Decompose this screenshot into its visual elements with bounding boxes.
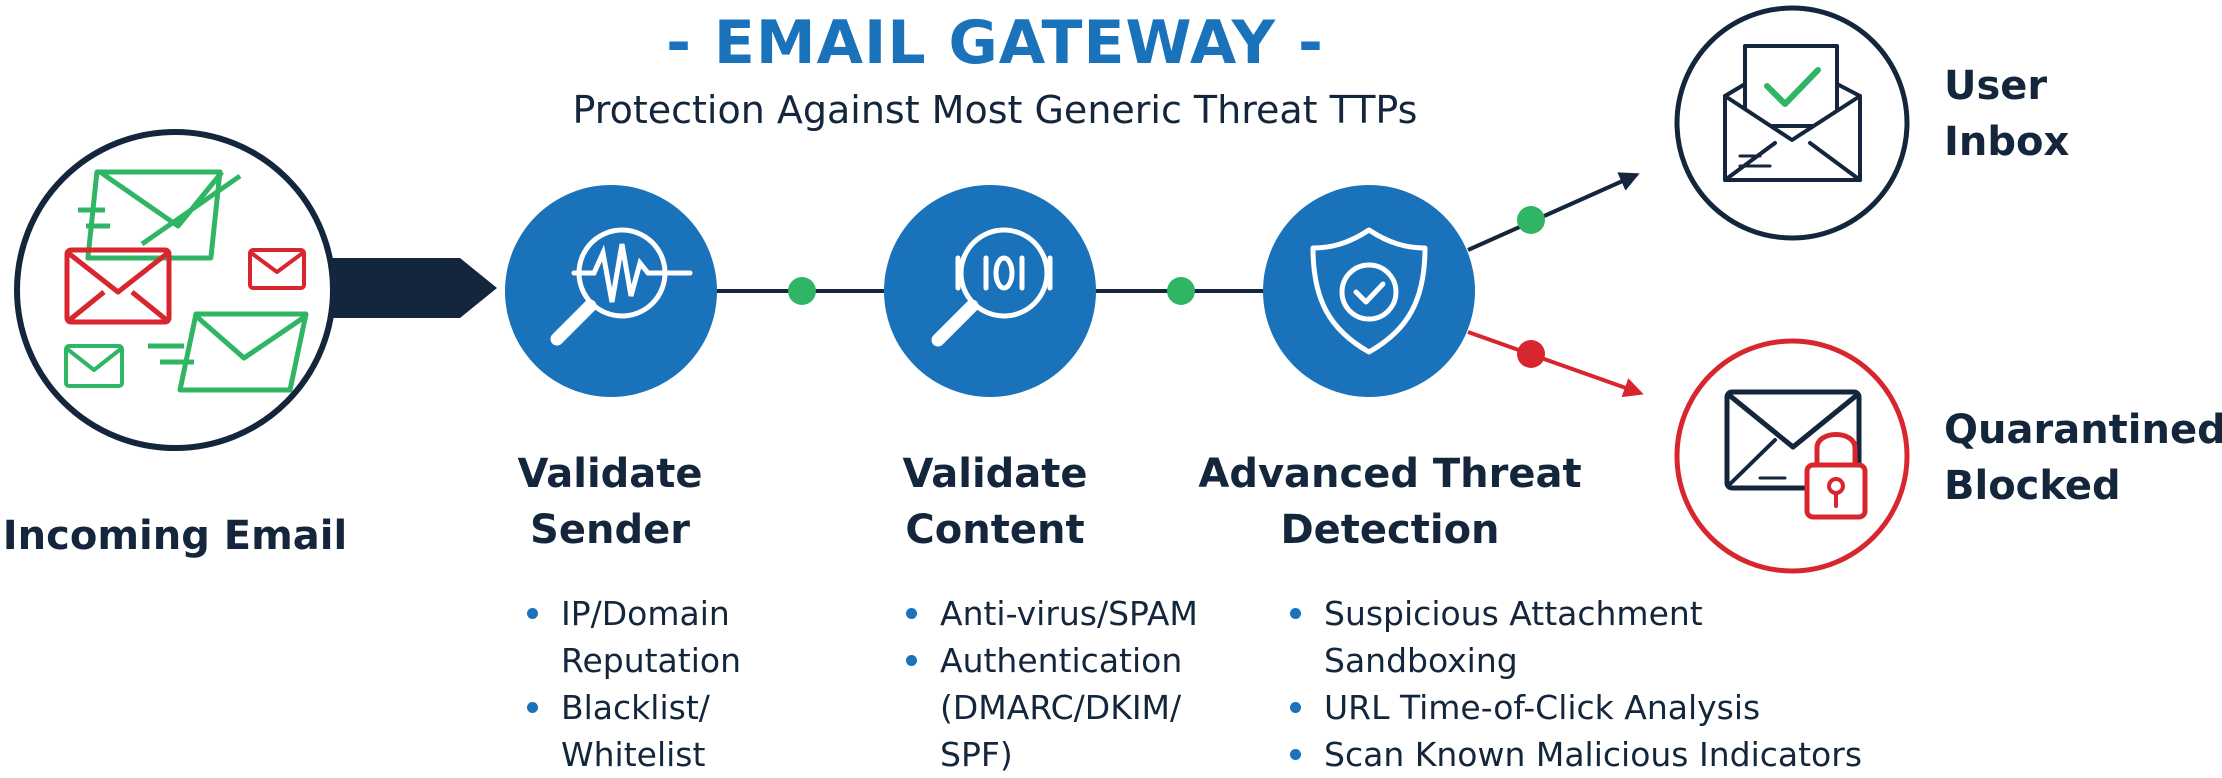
- list-item: Anti-virus/SPAM: [906, 590, 1236, 637]
- list-item: Suspicious Attachment Sandboxing: [1290, 590, 1890, 684]
- stage-advanced-threat-detection: [1263, 185, 1475, 397]
- stage-2-bullets: Anti-virus/SPAM Authentication (DMARC/DK…: [906, 590, 1236, 778]
- stage-1-bullets: IP/Domain Reputation Blacklist/ Whitelis…: [527, 590, 847, 778]
- stage-connectors: [710, 277, 1275, 305]
- magnifier-waveform-icon: [550, 227, 693, 346]
- list-item: Blacklist/ Whitelist: [527, 684, 847, 778]
- stage-3-bullets: Suspicious Attachment Sandboxing URL Tim…: [1290, 590, 1890, 778]
- list-item: IP/Domain Reputation: [527, 590, 847, 684]
- incoming-email-label: Incoming Email: [2, 513, 348, 559]
- list-item: Scan Known Malicious Indicators: [1290, 731, 1890, 778]
- shield-check-icon: [1310, 227, 1428, 355]
- branch-blocked: [1467, 330, 1644, 398]
- incoming-email-node: [14, 129, 336, 451]
- list-item: URL Time-of-Click Analysis: [1290, 684, 1890, 731]
- user-inbox-node: [1674, 5, 1910, 241]
- stage-1-title: Validate Sender: [517, 451, 703, 553]
- input-arrow: [330, 258, 497, 318]
- diagram-subtitle: Protection Against Most Generic Threat T…: [572, 88, 1418, 132]
- stage-3-title: Advanced Threat Detection: [1198, 451, 1582, 553]
- connector-dot-1: [788, 277, 816, 305]
- quarantined-node: [1674, 338, 1910, 574]
- envelope-check-icon: [1723, 44, 1862, 182]
- connector-dot-2: [1167, 277, 1195, 305]
- envelope-lock-icon: [1724, 389, 1868, 520]
- user-inbox-label: User Inbox: [1944, 63, 2070, 165]
- stage-validate-sender: [505, 185, 717, 397]
- envelopes-icon: [64, 169, 309, 393]
- stage-2-title: Validate Content: [902, 451, 1088, 553]
- quarantined-label: Quarantined/ Blocked: [1944, 407, 2222, 509]
- magnifier-binary-icon: [931, 227, 1053, 347]
- list-item: Authentication (DMARC/DKIM/ SPF): [906, 637, 1236, 778]
- stage-validate-content: [884, 185, 1096, 397]
- diagram-title: - EMAIL GATEWAY -: [666, 8, 1324, 78]
- branch-delivered: [1467, 172, 1640, 252]
